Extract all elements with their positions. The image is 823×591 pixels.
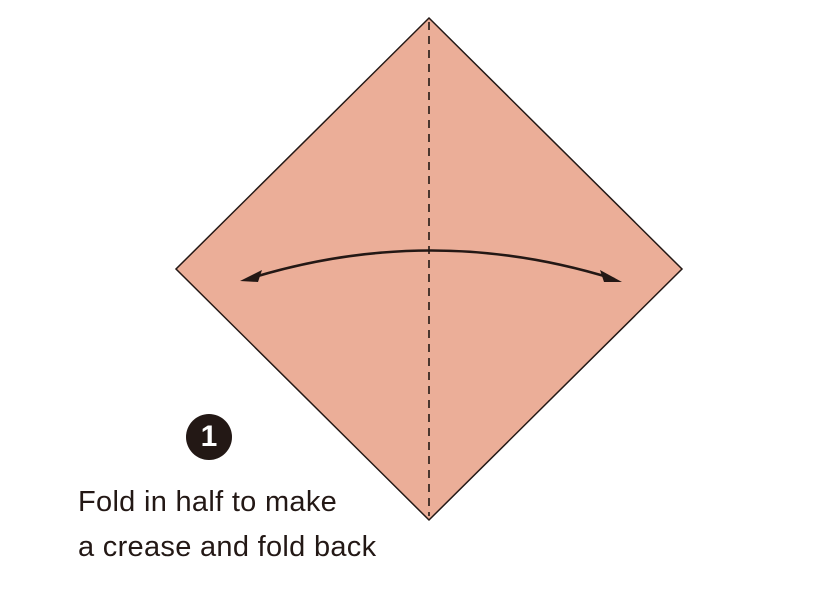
instruction-line-2: a crease and fold back — [78, 531, 377, 563]
arrowhead-right-icon — [600, 270, 622, 282]
step-number-badge: 1 — [186, 414, 232, 460]
paper-square-diamond — [174, 16, 684, 522]
arrowhead-left-icon — [240, 270, 262, 282]
instruction-line-1: Fold in half to make — [78, 486, 338, 518]
fold-arrow — [247, 249, 615, 281]
step-number: 1 — [200, 420, 218, 453]
